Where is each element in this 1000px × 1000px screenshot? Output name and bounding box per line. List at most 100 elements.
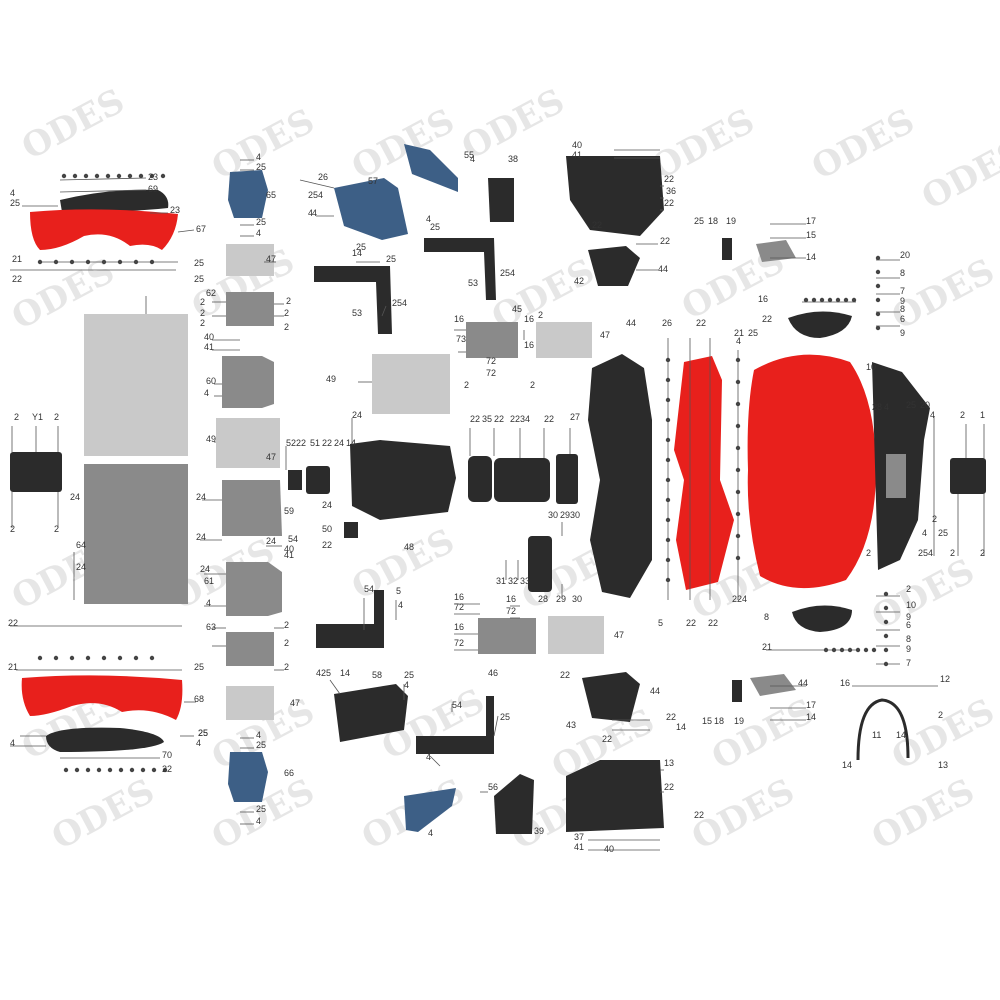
leader-line	[59, 189, 147, 193]
hardware-fastener	[118, 767, 124, 773]
callout-number: 23	[170, 205, 180, 215]
hardware-fastener	[883, 647, 889, 653]
center-fascia	[674, 356, 734, 590]
glovebox-28	[528, 536, 552, 592]
callout-number: 70	[162, 750, 172, 760]
wiring-loop-11	[856, 698, 910, 761]
seat-panel-57	[334, 178, 408, 240]
hardware-fastener	[665, 577, 671, 583]
side-bracket-left	[10, 452, 62, 492]
callout-number: 21	[8, 662, 18, 672]
callout-number: 54	[452, 700, 462, 710]
duct-60	[222, 356, 274, 408]
side-bracket-right	[950, 458, 986, 494]
callout-number: 22	[664, 198, 674, 208]
callout-number: 25	[500, 712, 510, 722]
hardware-fastener	[37, 259, 43, 265]
watermark-text: ODES	[865, 771, 981, 858]
callout-number: 21	[12, 254, 22, 264]
callout-number: 63	[206, 622, 216, 632]
callout-number: 24	[322, 500, 332, 510]
callout-number: 16	[840, 678, 850, 688]
hardware-fastener	[133, 655, 139, 661]
hardware-fastener	[69, 259, 75, 265]
hardware-fastener	[823, 647, 829, 653]
callout-number: 47	[600, 330, 610, 340]
callout-number: 24	[70, 492, 80, 502]
hardware-fastener	[96, 767, 102, 773]
callout-number: 24	[334, 438, 344, 448]
watermark-text: ODES	[345, 521, 461, 608]
hardware-fastener	[665, 457, 671, 463]
callout-number: 62	[206, 288, 216, 298]
seat-side-panel-top	[404, 144, 458, 192]
hardware-fastener	[883, 633, 889, 639]
callout-number: 2	[530, 380, 535, 390]
callout-number: 25	[194, 662, 204, 672]
callout-number: 2	[14, 412, 19, 422]
hardware-fastener	[665, 357, 671, 363]
left-housing-bottom	[228, 752, 268, 802]
hardware-fastener	[151, 767, 157, 773]
callout-number: 22	[708, 618, 718, 628]
watermark-text: ODES	[705, 691, 821, 778]
callout-number: 35	[482, 414, 492, 424]
hardware-fastener	[803, 297, 809, 303]
callout-number: 40	[204, 332, 214, 342]
headlight-top	[756, 240, 796, 262]
callout-number: 4	[884, 402, 889, 412]
callout-number: 47	[290, 698, 300, 708]
callout-number: 16	[454, 622, 464, 632]
hardware-fastener	[839, 647, 845, 653]
callout-number: 41	[572, 150, 582, 160]
callout-number: 7	[900, 286, 905, 296]
callout-number: 22	[162, 764, 172, 774]
hardware-fastener	[133, 259, 139, 265]
bracket-39	[494, 774, 534, 834]
callout-number: 42	[574, 276, 584, 286]
callout-number: 54	[288, 534, 298, 544]
watermark-text: ODES	[15, 81, 131, 168]
hardware-fastener	[665, 417, 671, 423]
rear-left-fender-liner	[60, 189, 169, 213]
hardware-fastener	[101, 259, 107, 265]
callout-labels: 2369425236725222125425652544762222222404…	[8, 140, 985, 854]
callout-number: 20	[920, 400, 930, 410]
callout-number: 34	[520, 414, 530, 424]
callout-number: 19	[726, 216, 736, 226]
duct-59	[222, 480, 282, 536]
hardware-fastener	[160, 173, 166, 179]
hardware-fastener	[61, 173, 67, 179]
part-52	[288, 470, 302, 490]
cover-27	[556, 454, 578, 504]
hardware-fastener	[665, 537, 671, 543]
hardware-fastener	[665, 517, 671, 523]
hardware-fastener	[843, 297, 849, 303]
callout-number: 26	[318, 172, 328, 182]
callout-number: 2	[980, 548, 985, 558]
center-console	[350, 440, 456, 520]
hardware-fastener	[105, 173, 111, 179]
hardware-fastener	[735, 423, 741, 429]
callout-number: 2	[200, 318, 205, 328]
callout-number: 4	[256, 152, 261, 162]
callout-number: 30	[572, 594, 582, 604]
hardware-fastener	[665, 477, 671, 483]
callout-number: 22	[592, 220, 602, 230]
hardware-fastener	[875, 311, 881, 317]
headlight-cover-bottom	[792, 605, 852, 632]
insulation-pad-47c	[536, 322, 592, 358]
callout-number: 54	[364, 584, 374, 594]
hardware-fastener	[883, 661, 889, 667]
callout-number: 22	[602, 734, 612, 744]
callout-number: 53	[352, 308, 362, 318]
callout-number: 33	[520, 576, 530, 586]
hardware-fastener	[69, 655, 75, 661]
hardware-fastener	[735, 533, 741, 539]
hardware-fastener	[149, 173, 155, 179]
callout-number: 4	[930, 410, 935, 420]
callout-number: 4	[256, 228, 261, 238]
callout-number: 22	[322, 438, 332, 448]
callout-number: 41	[284, 550, 294, 560]
callout-number: 22	[762, 314, 772, 324]
